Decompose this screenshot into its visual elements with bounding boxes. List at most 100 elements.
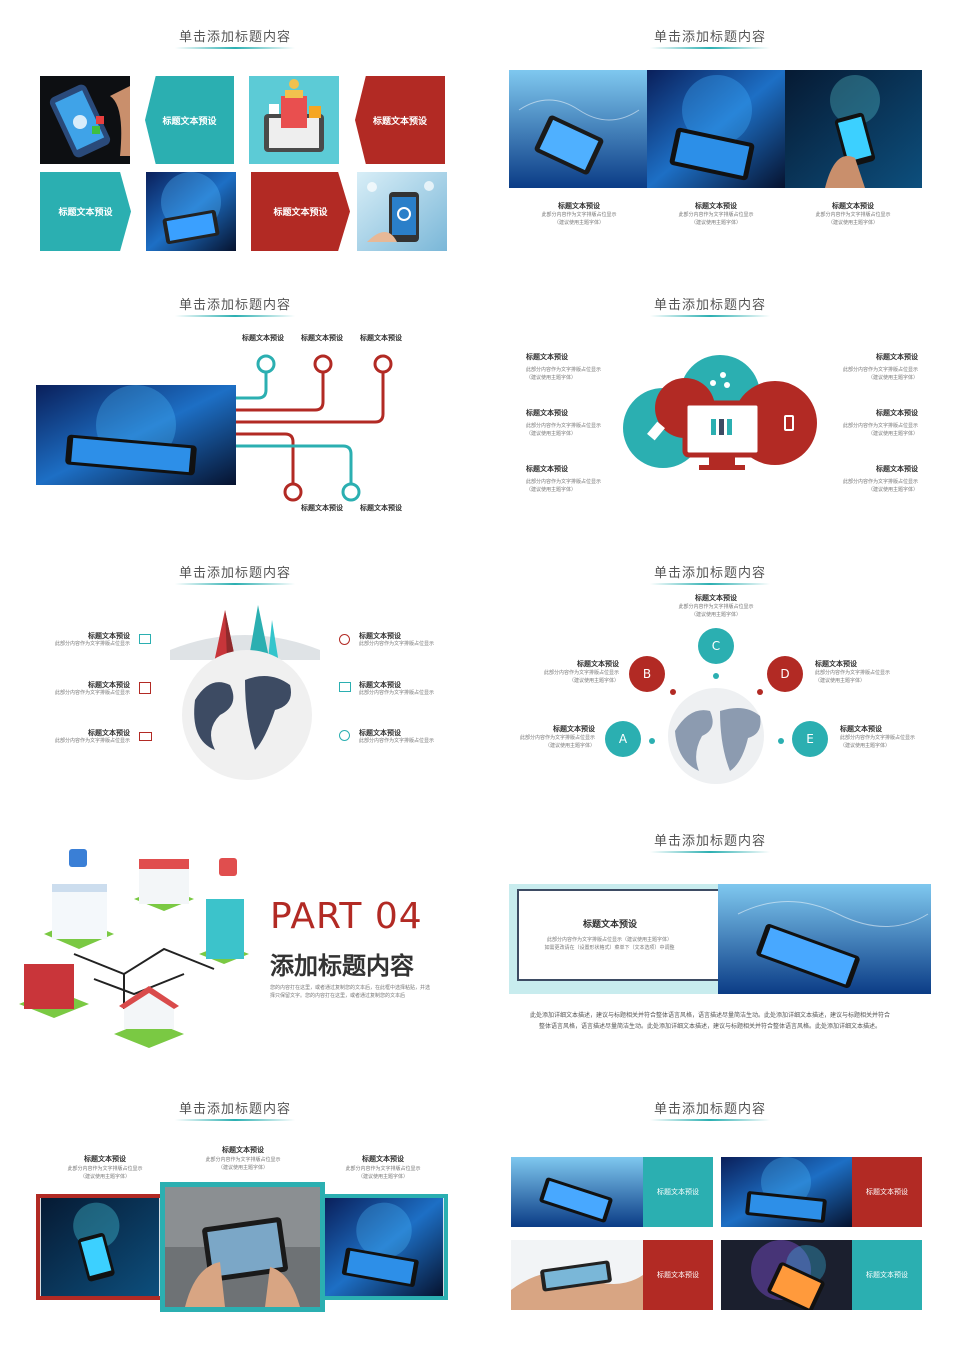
item-desc: 此部分内容作为文字排版占位显示 <box>359 738 435 744</box>
title-underline <box>650 1119 770 1121</box>
title-underline <box>175 315 295 317</box>
caption-title: 标题文本预设 <box>84 1155 126 1163</box>
title-underline <box>650 315 770 317</box>
caption-text: 此部分内容作为文字排版占位显示（建议使用主题字体） <box>205 1157 281 1171</box>
phone-icon <box>784 415 794 431</box>
item-desc: 此部分内容作为文字排版占位显示（建议使用主题字体） <box>842 367 918 381</box>
item-desc: 此部分内容作为文字排版占位显示 <box>359 641 435 647</box>
slide-4: 单击添加标题内容 标题文本预设 此部分内容作为文字排版占位显示（建议使用主题字体… <box>475 268 945 530</box>
photo-tablet-city <box>320 1194 448 1300</box>
letter-a: A <box>618 732 628 746</box>
node-label: 标题文本预设 <box>242 334 284 342</box>
photo-phone-apps <box>721 1240 852 1310</box>
item-desc: 此部分内容作为文字排版占位显示（建议使用主题字体） <box>815 670 891 684</box>
item-title: 标题文本预设 <box>88 632 130 640</box>
item-desc: 此部分内容作为文字排版占位显示（建议使用主题字体） <box>526 423 602 437</box>
photo-hand-phone-glow <box>785 70 922 188</box>
bar-icon <box>139 634 151 644</box>
slide-10: 单击添加标题内容 标题文本预设 标题文本预设 标题文本预设 标题文本预设 <box>475 1072 945 1334</box>
photo-phone-network <box>647 70 785 188</box>
photo-phone-search <box>357 172 447 251</box>
white-panel-frame <box>517 889 727 981</box>
photo-phone-network <box>509 70 647 188</box>
photo-phone-network <box>36 385 236 485</box>
slide-title: 单击添加标题内容 <box>653 566 766 581</box>
slide-7-part: PART 04 添加标题内容 您的内容打在这里，或者通过复制您的文本后，在此框中… <box>0 804 470 1066</box>
slide-title: 单击添加标题内容 <box>178 298 291 313</box>
connector-lines <box>236 354 393 502</box>
globe-icon <box>339 730 350 741</box>
caption-title: 标题文本预设 <box>695 202 737 210</box>
usb-icon <box>647 421 665 441</box>
tile-label: 标题文本预设 <box>145 76 234 164</box>
node-label: 标题文本预设 <box>301 504 343 512</box>
item-desc: 此部分内容作为文字排版占位显示（建议使用主题字体） <box>526 479 602 493</box>
slide-6: 单击添加标题内容 A B C D E 标题文本预设 此部分内容作为文字排版占位显… <box>475 536 945 798</box>
letter-e: E <box>806 732 814 746</box>
monitor-icon <box>139 732 152 741</box>
item-title: 标题文本预设 <box>695 594 737 602</box>
slide-title: 单击添加标题内容 <box>178 566 291 581</box>
illustration-shop-phone <box>249 76 339 164</box>
atom-icon <box>339 634 350 645</box>
node-label: 标题文本预设 <box>360 504 402 512</box>
photo-phone-network <box>511 1157 643 1227</box>
globe-abcde-diagram <box>605 628 828 784</box>
slide-5: 单击添加标题内容 标题文本预设 此部分内容作为文字排版占位显示 标题文本预设 此… <box>0 536 470 798</box>
letter-c: C <box>711 639 721 653</box>
caption-title: 标题文本预设 <box>362 1155 404 1163</box>
slide-title: 单击添加标题内容 <box>653 834 766 849</box>
item-title: 标题文本预设 <box>840 725 882 733</box>
item-desc: 此部分内容作为文字排版占位显示（建议使用主题字体） <box>842 479 918 493</box>
slide-2: 单击添加标题内容 标题文本预设 此部分内容作为文字排版占位显示（建议使用主题字体… <box>475 0 945 262</box>
item-desc: 此部分内容作为文字排版占位显示（建议使用主题字体） <box>840 735 916 749</box>
slide-title: 单击添加标题内容 <box>178 1102 291 1117</box>
item-title: 标题文本预设 <box>359 681 401 689</box>
title-underline <box>175 47 295 49</box>
caption-text: 此部分内容作为文字排版占位显示（建议使用主题字体） <box>345 1166 421 1180</box>
item-desc: 此部分内容作为文字排版占位显示（建议使用主题字体） <box>519 735 595 749</box>
photo-hand-phone-glow <box>36 1194 164 1300</box>
item-desc: 此部分内容作为文字排版占位显示（建议使用主题字体） <box>526 367 602 381</box>
isometric-city-illustration <box>19 849 249 1048</box>
item-title: 标题文本预设 <box>553 725 595 733</box>
slide-3: 单击添加标题内容 标题文本预设 标题文本预设 标题文本预设 标题文本预设 标题文… <box>0 268 470 530</box>
item-desc: 此部分内容作为文字排版占位显示（建议使用主题字体） <box>842 423 918 437</box>
item-title: 标题文本预设 <box>88 681 130 689</box>
tile-label: 标题文本预设 <box>643 1240 713 1310</box>
tile-label: 标题文本预设 <box>355 76 445 164</box>
item-title: 标题文本预设 <box>876 409 918 417</box>
slide-title: 单击添加标题内容 <box>653 298 766 313</box>
globe-mountains-illustration <box>170 605 320 780</box>
share-icon <box>710 372 730 388</box>
part-body: 您的内容打在这里，或者通过复制您的文本后，在此框中选择粘贴，并选择只保留文字。您… <box>270 985 431 999</box>
photo-phone-hand <box>40 76 130 164</box>
slide-title: 单击添加标题内容 <box>653 30 766 45</box>
tile-label: 标题文本预设 <box>251 172 350 251</box>
slide-title: 单击添加标题内容 <box>653 1102 766 1117</box>
item-title: 标题文本预设 <box>526 409 568 417</box>
caption-title: 标题文本预设 <box>222 1146 264 1154</box>
cloud-computer-diagram <box>623 355 817 470</box>
item-title: 标题文本预设 <box>876 353 918 361</box>
screen-icon <box>339 682 351 692</box>
item-title: 标题文本预设 <box>359 632 401 640</box>
title-underline <box>175 1119 295 1121</box>
part-heading: 添加标题内容 <box>270 952 414 980</box>
item-title: 标题文本预设 <box>815 660 857 668</box>
title-underline <box>650 583 770 585</box>
item-title: 标题文本预设 <box>88 729 130 737</box>
letter-d: D <box>780 667 790 681</box>
item-desc: 此部分内容作为文字排版占位显示 <box>54 690 130 696</box>
slide-title: 单击添加标题内容 <box>178 30 291 45</box>
caption-text: 此部分内容作为文字排版占位显示（建议使用主题字体） <box>815 212 891 226</box>
title-underline <box>175 583 295 585</box>
node-label: 标题文本预设 <box>301 334 343 342</box>
item-desc: 此部分内容作为文字排版占位显示 <box>359 690 435 696</box>
item-desc: 此部分内容作为文字排版占位显示（建议使用主题字体） <box>543 670 619 684</box>
caption-title: 标题文本预设 <box>832 202 874 210</box>
box-title: 标题文本预设 <box>582 920 637 930</box>
item-title: 标题文本预设 <box>526 353 568 361</box>
title-underline <box>650 851 770 853</box>
